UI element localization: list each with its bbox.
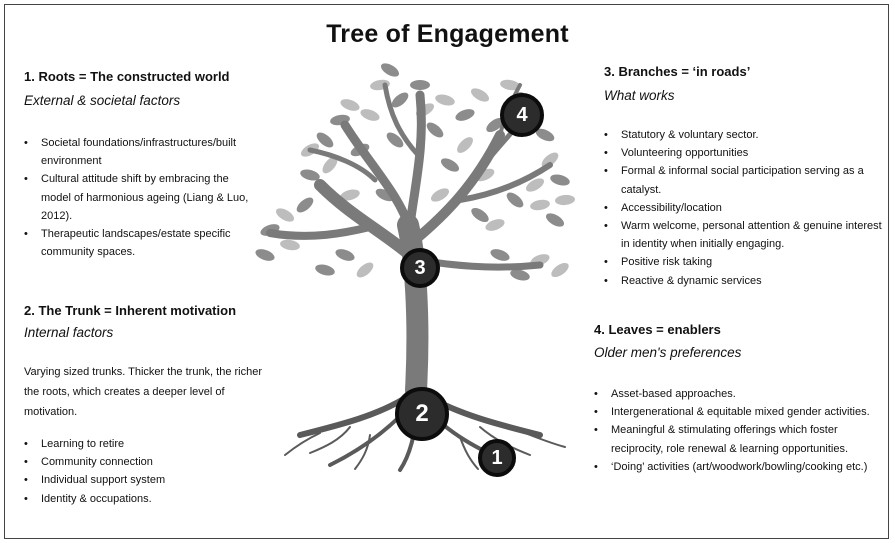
list-item: Reactive & dynamic services: [604, 272, 886, 290]
leaf-shape: [315, 264, 335, 276]
list-item: Societal foundations/infrastructures/bui…: [24, 134, 252, 170]
leaf-shape: [551, 262, 569, 278]
roots-heading: 1. Roots = The constructed world: [24, 69, 230, 84]
branches-heading: 3. Branches = ‘in roads’: [604, 64, 751, 79]
leaf-shape: [455, 109, 475, 121]
badge-branches: 3: [400, 248, 440, 288]
leaf-shape: [471, 207, 489, 223]
leaf-shape: [510, 269, 530, 281]
leaf-shape: [356, 262, 374, 278]
list-item: Formal & informal social participation s…: [604, 162, 886, 198]
list-item: Identity & occupations.: [24, 490, 264, 508]
leaves-list: Asset-based approaches. Intergenerationa…: [594, 385, 886, 476]
list-item: Warm welcome, personal attention & genui…: [604, 217, 886, 253]
roots-subheading: External & societal factors: [24, 93, 181, 108]
badge-roots: 1: [478, 439, 516, 477]
list-item: Meaningful & stimulating offerings which…: [594, 421, 886, 457]
leaf-shape: [485, 219, 505, 231]
leaf-shape: [435, 94, 455, 106]
leaf-shape: [430, 188, 450, 202]
tree-branches: [266, 82, 553, 401]
leaf-shape: [275, 208, 295, 222]
leaf-shape: [322, 156, 338, 174]
list-item: Learning to retire: [24, 435, 264, 453]
list-item: Community connection: [24, 453, 264, 471]
leaf-shape: [440, 158, 460, 172]
list-item: Individual support system: [24, 471, 264, 489]
leaf-shape: [550, 174, 570, 186]
list-item: ‘Doing’ activities (art/woodwork/bowling…: [594, 458, 886, 476]
trunk-list: Learning to retire Community connection …: [24, 435, 264, 508]
leaf-shape: [530, 199, 550, 211]
leaf-shape: [386, 132, 404, 148]
leaf-shape: [340, 99, 360, 111]
branches-subheading: What works: [604, 88, 675, 103]
leaf-shape: [255, 249, 275, 261]
list-item: Therapeutic landscapes/estate specific c…: [24, 225, 252, 261]
list-item: Positive risk taking: [604, 253, 886, 271]
leaf-shape: [545, 213, 565, 227]
list-item: Statutory & voluntary sector.: [604, 126, 886, 144]
trunk-subheading: Internal factors: [24, 325, 114, 340]
leaf-shape: [470, 88, 490, 102]
leaf-shape: [541, 152, 559, 168]
leaf-shape: [391, 92, 409, 108]
leaf-shape: [335, 249, 355, 261]
trunk-heading: 2. The Trunk = Inherent motivation: [24, 303, 237, 318]
leaf-shape: [340, 189, 360, 201]
leaf-shape: [457, 137, 473, 153]
trunk-paragraph: Varying sized trunks. Thicker the trunk,…: [24, 366, 263, 418]
list-item: Intergenerational & equitable mixed gend…: [594, 403, 886, 421]
badge-trunk: 2: [395, 387, 449, 441]
leaves-heading: 4. Leaves = enablers: [594, 322, 721, 337]
badge-leaves: 4: [500, 93, 544, 137]
leaf-shape: [486, 117, 504, 133]
leaf-shape: [525, 178, 545, 192]
leaf-shape: [280, 239, 300, 251]
roots-list: Societal foundations/infrastructures/bui…: [24, 134, 252, 261]
branches-list: Statutory & voluntary sector. Volunteeri…: [604, 126, 886, 290]
leaf-shape: [490, 249, 510, 261]
page-title: Tree of Engagement: [326, 20, 569, 48]
leaf-shape: [555, 194, 575, 206]
leaf-shape: [316, 132, 334, 148]
leaf-shape: [296, 197, 314, 213]
leaf-shape: [380, 63, 400, 77]
leaf-shape: [535, 128, 555, 142]
leaf-shape: [360, 109, 380, 121]
leaf-shape: [506, 192, 524, 208]
leaf-shape: [500, 79, 520, 91]
list-item: Volunteering opportunities: [604, 144, 886, 162]
leaves-subheading: Older men's preferences: [594, 345, 742, 360]
list-item: Cultural attitude shift by embracing the…: [24, 170, 252, 225]
leaf-shape: [426, 122, 444, 138]
list-item: Asset-based approaches.: [594, 385, 886, 403]
list-item: Accessibility/location: [604, 199, 886, 217]
diagram-frame: [4, 4, 889, 539]
leaf-shape: [300, 169, 320, 181]
leaf-shape: [410, 80, 430, 90]
